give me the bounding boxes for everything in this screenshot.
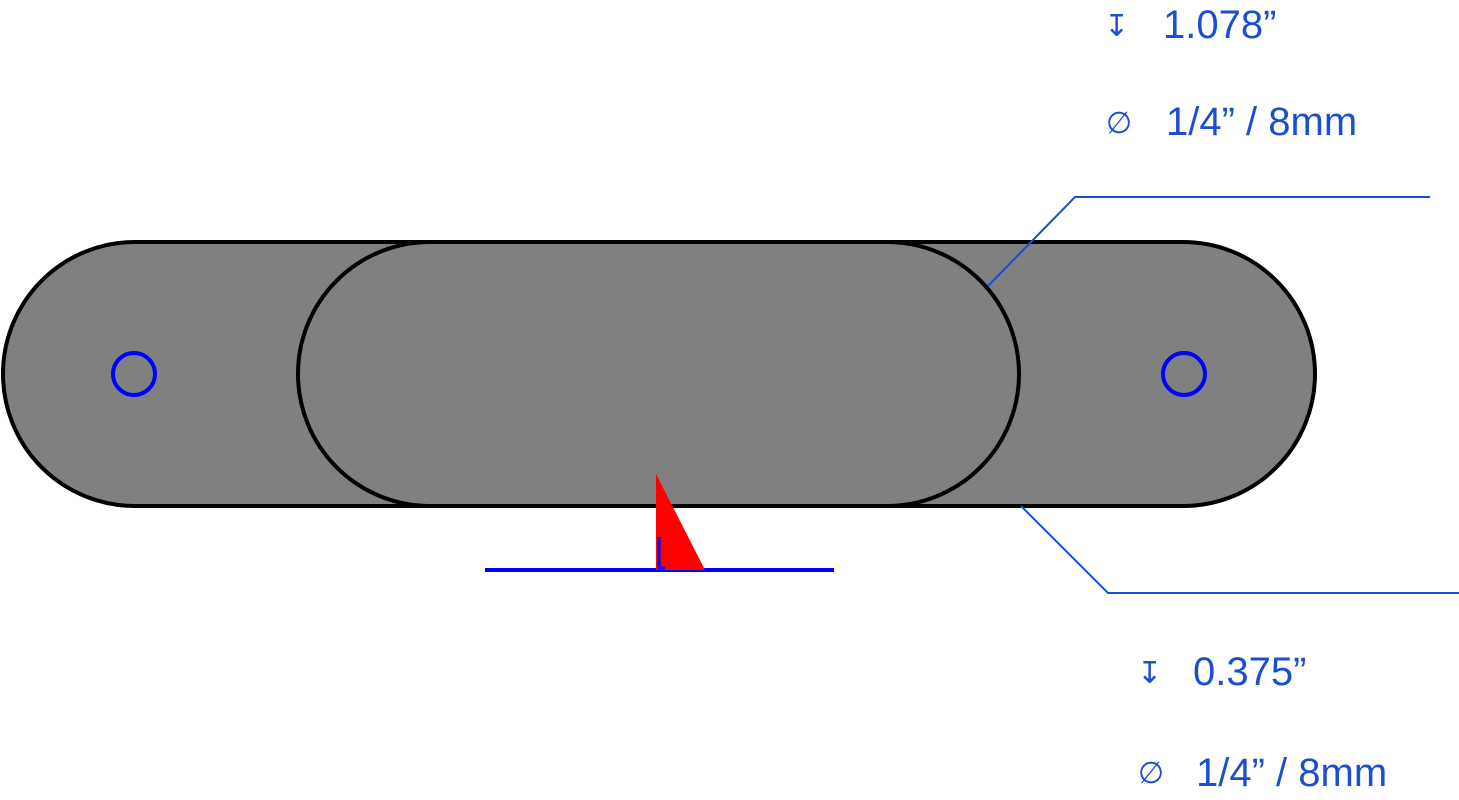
finish-marker-triangle bbox=[656, 474, 705, 570]
top-diameter-icon: ∅ bbox=[1106, 106, 1132, 141]
top-diameter-value: 1/4” / 8mm bbox=[1166, 100, 1357, 144]
bottom-leader-line bbox=[1020, 505, 1459, 594]
right-angle-mark bbox=[657, 537, 665, 570]
right-hole bbox=[1161, 351, 1207, 397]
bottom-depth-icon: ↧ bbox=[1137, 656, 1162, 691]
left-hole bbox=[111, 351, 157, 397]
top-depth-icon: ↧ bbox=[1104, 9, 1129, 44]
inner-slot bbox=[296, 240, 1021, 508]
bottom-diameter-icon: ∅ bbox=[1138, 756, 1164, 791]
top-depth-value: 1.078” bbox=[1163, 3, 1276, 47]
bottom-depth-value: 0.375” bbox=[1193, 650, 1306, 694]
bottom-diameter-value: 1/4” / 8mm bbox=[1196, 751, 1387, 795]
top-leader-line bbox=[987, 196, 1430, 287]
